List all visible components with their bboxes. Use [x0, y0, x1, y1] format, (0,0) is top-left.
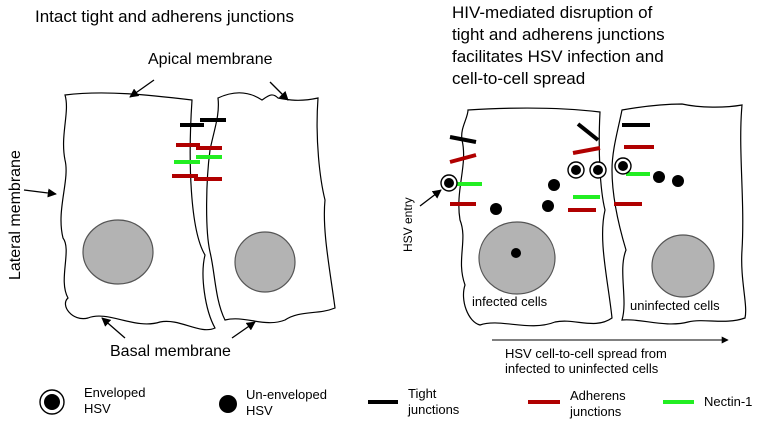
enveloped-hsv: [614, 157, 632, 175]
apical-arrow-left: [129, 79, 155, 98]
enveloped-hsv: [589, 161, 607, 179]
unenveloped-hsv: [511, 248, 521, 258]
infected-cells-label: infected cells: [472, 294, 548, 309]
hsv-entry-label: HSV entry: [401, 197, 415, 252]
unenveloped-hsv: [548, 179, 560, 191]
left-cell-1: [60, 92, 216, 331]
left-nucleus-1: [82, 219, 154, 285]
infected-nucleus: [478, 221, 556, 295]
tight-junction: [449, 135, 477, 144]
legend-nectin-label: Nectin-1: [704, 394, 752, 409]
uninfected-cells-label: uninfected cells: [630, 298, 720, 313]
unenveloped-hsv: [490, 203, 502, 215]
unenveloped-hsv: [542, 200, 554, 212]
enveloped-hsv: [440, 174, 458, 192]
basal-arrow-left: [101, 317, 126, 339]
legend-enveloped-icon: [39, 389, 65, 415]
enveloped-hsv: [567, 161, 585, 179]
basal-arrow-right: [231, 321, 256, 339]
adherens-junction: [449, 153, 477, 164]
right-panel-title: HIV-mediated disruption of tight and adh…: [452, 3, 669, 88]
uninfected-nucleus: [651, 234, 715, 298]
basal-membrane-label: Basal membrane: [110, 343, 231, 360]
spread-label: HSV cell-to-cell spread from infected to…: [505, 346, 670, 376]
apical-membrane-label: Apical membrane: [148, 51, 273, 68]
left-panel-title: Intact tight and adherens junctions: [35, 7, 294, 26]
lateral-arrow: [23, 188, 57, 198]
legend-tight-label: Tight junctions: [407, 386, 460, 417]
hsv-entry-arrow: [419, 189, 442, 207]
left-nucleus-2: [234, 231, 296, 293]
legend-adherens-label: Adherens junctions: [569, 388, 629, 419]
tight-junction: [576, 122, 600, 142]
legend-unenveloped-label: Un-enveloped HSV: [246, 387, 331, 418]
legend: Enveloped HSV Un-enveloped HSV Tight jun…: [39, 385, 752, 419]
unenveloped-hsv: [672, 175, 684, 187]
lateral-membrane-label: Lateral membrane: [7, 150, 24, 280]
legend-unenveloped-icon: [219, 395, 237, 413]
apical-arrow-right: [269, 81, 289, 101]
adherens-junction: [572, 146, 601, 155]
legend-enveloped-label: Enveloped HSV: [84, 385, 149, 416]
unenveloped-hsv: [653, 171, 665, 183]
